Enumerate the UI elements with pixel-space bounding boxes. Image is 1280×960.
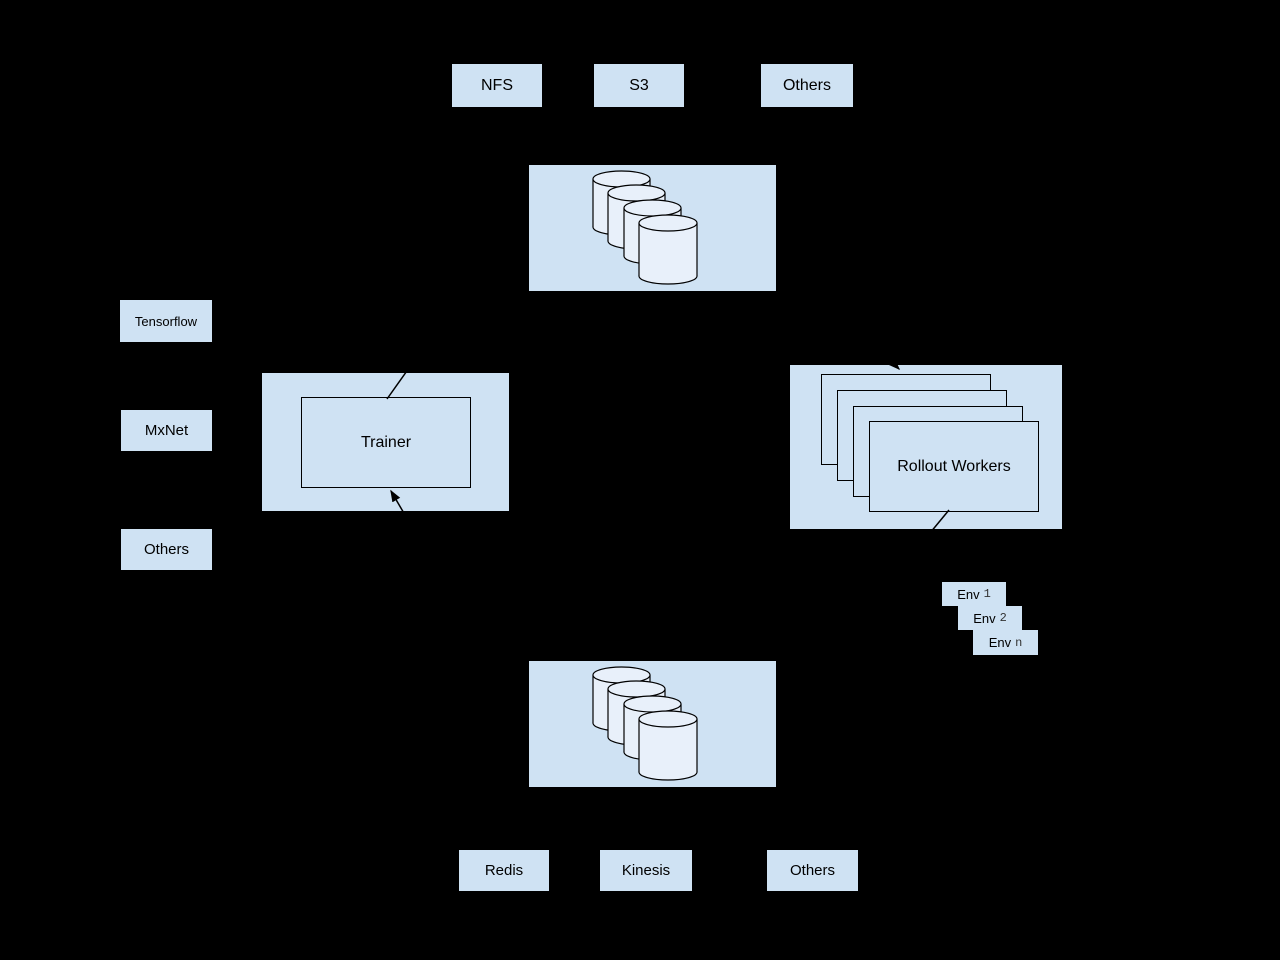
trainer-label: Trainer: [360, 433, 412, 451]
node-s3-label: S3: [629, 76, 649, 94]
storage-box-bottom: [529, 661, 776, 787]
node-others-bottom-label: Others: [789, 862, 835, 879]
rollout-workers-box: Rollout Workers: [869, 421, 1039, 512]
node-redis-label: Redis: [484, 862, 524, 879]
database-cylinder-icon: [638, 710, 698, 781]
node-others-left-label: Others: [143, 541, 189, 558]
env-box-1: Env 1: [942, 582, 1006, 606]
node-others-top-label: Others: [782, 76, 831, 94]
node-others-bottom: Others: [767, 850, 858, 891]
node-mxnet-label: MxNet: [144, 422, 189, 439]
database-cluster-icon: [592, 170, 698, 285]
env-label: Env: [973, 610, 996, 626]
node-tensorflow-label: Tensorflow: [134, 313, 198, 329]
node-mxnet: MxNet: [121, 410, 212, 451]
env-label: Env: [957, 586, 980, 602]
database-cylinder-icon: [638, 214, 698, 285]
node-nfs-label: NFS: [481, 76, 513, 94]
node-s3: S3: [594, 64, 684, 107]
env-index: 2: [999, 611, 1007, 625]
node-kinesis-label: Kinesis: [621, 862, 671, 879]
storage-box-top: [529, 165, 776, 291]
database-cluster-icon: [592, 666, 698, 781]
env-index: 1: [983, 587, 991, 601]
env-box-2: Env 2: [958, 606, 1022, 630]
env-box-n: Env n: [973, 630, 1038, 655]
node-redis: Redis: [459, 850, 549, 891]
env-label: Env: [988, 635, 1012, 650]
node-tensorflow: Tensorflow: [120, 300, 212, 342]
node-kinesis: Kinesis: [600, 850, 692, 891]
trainer-box: Trainer: [301, 397, 471, 488]
env-index: n: [1015, 635, 1023, 650]
node-others-top: Others: [761, 64, 853, 107]
node-others-left: Others: [121, 529, 212, 570]
node-nfs: NFS: [452, 64, 542, 107]
rollout-workers-label: Rollout Workers: [897, 457, 1011, 475]
